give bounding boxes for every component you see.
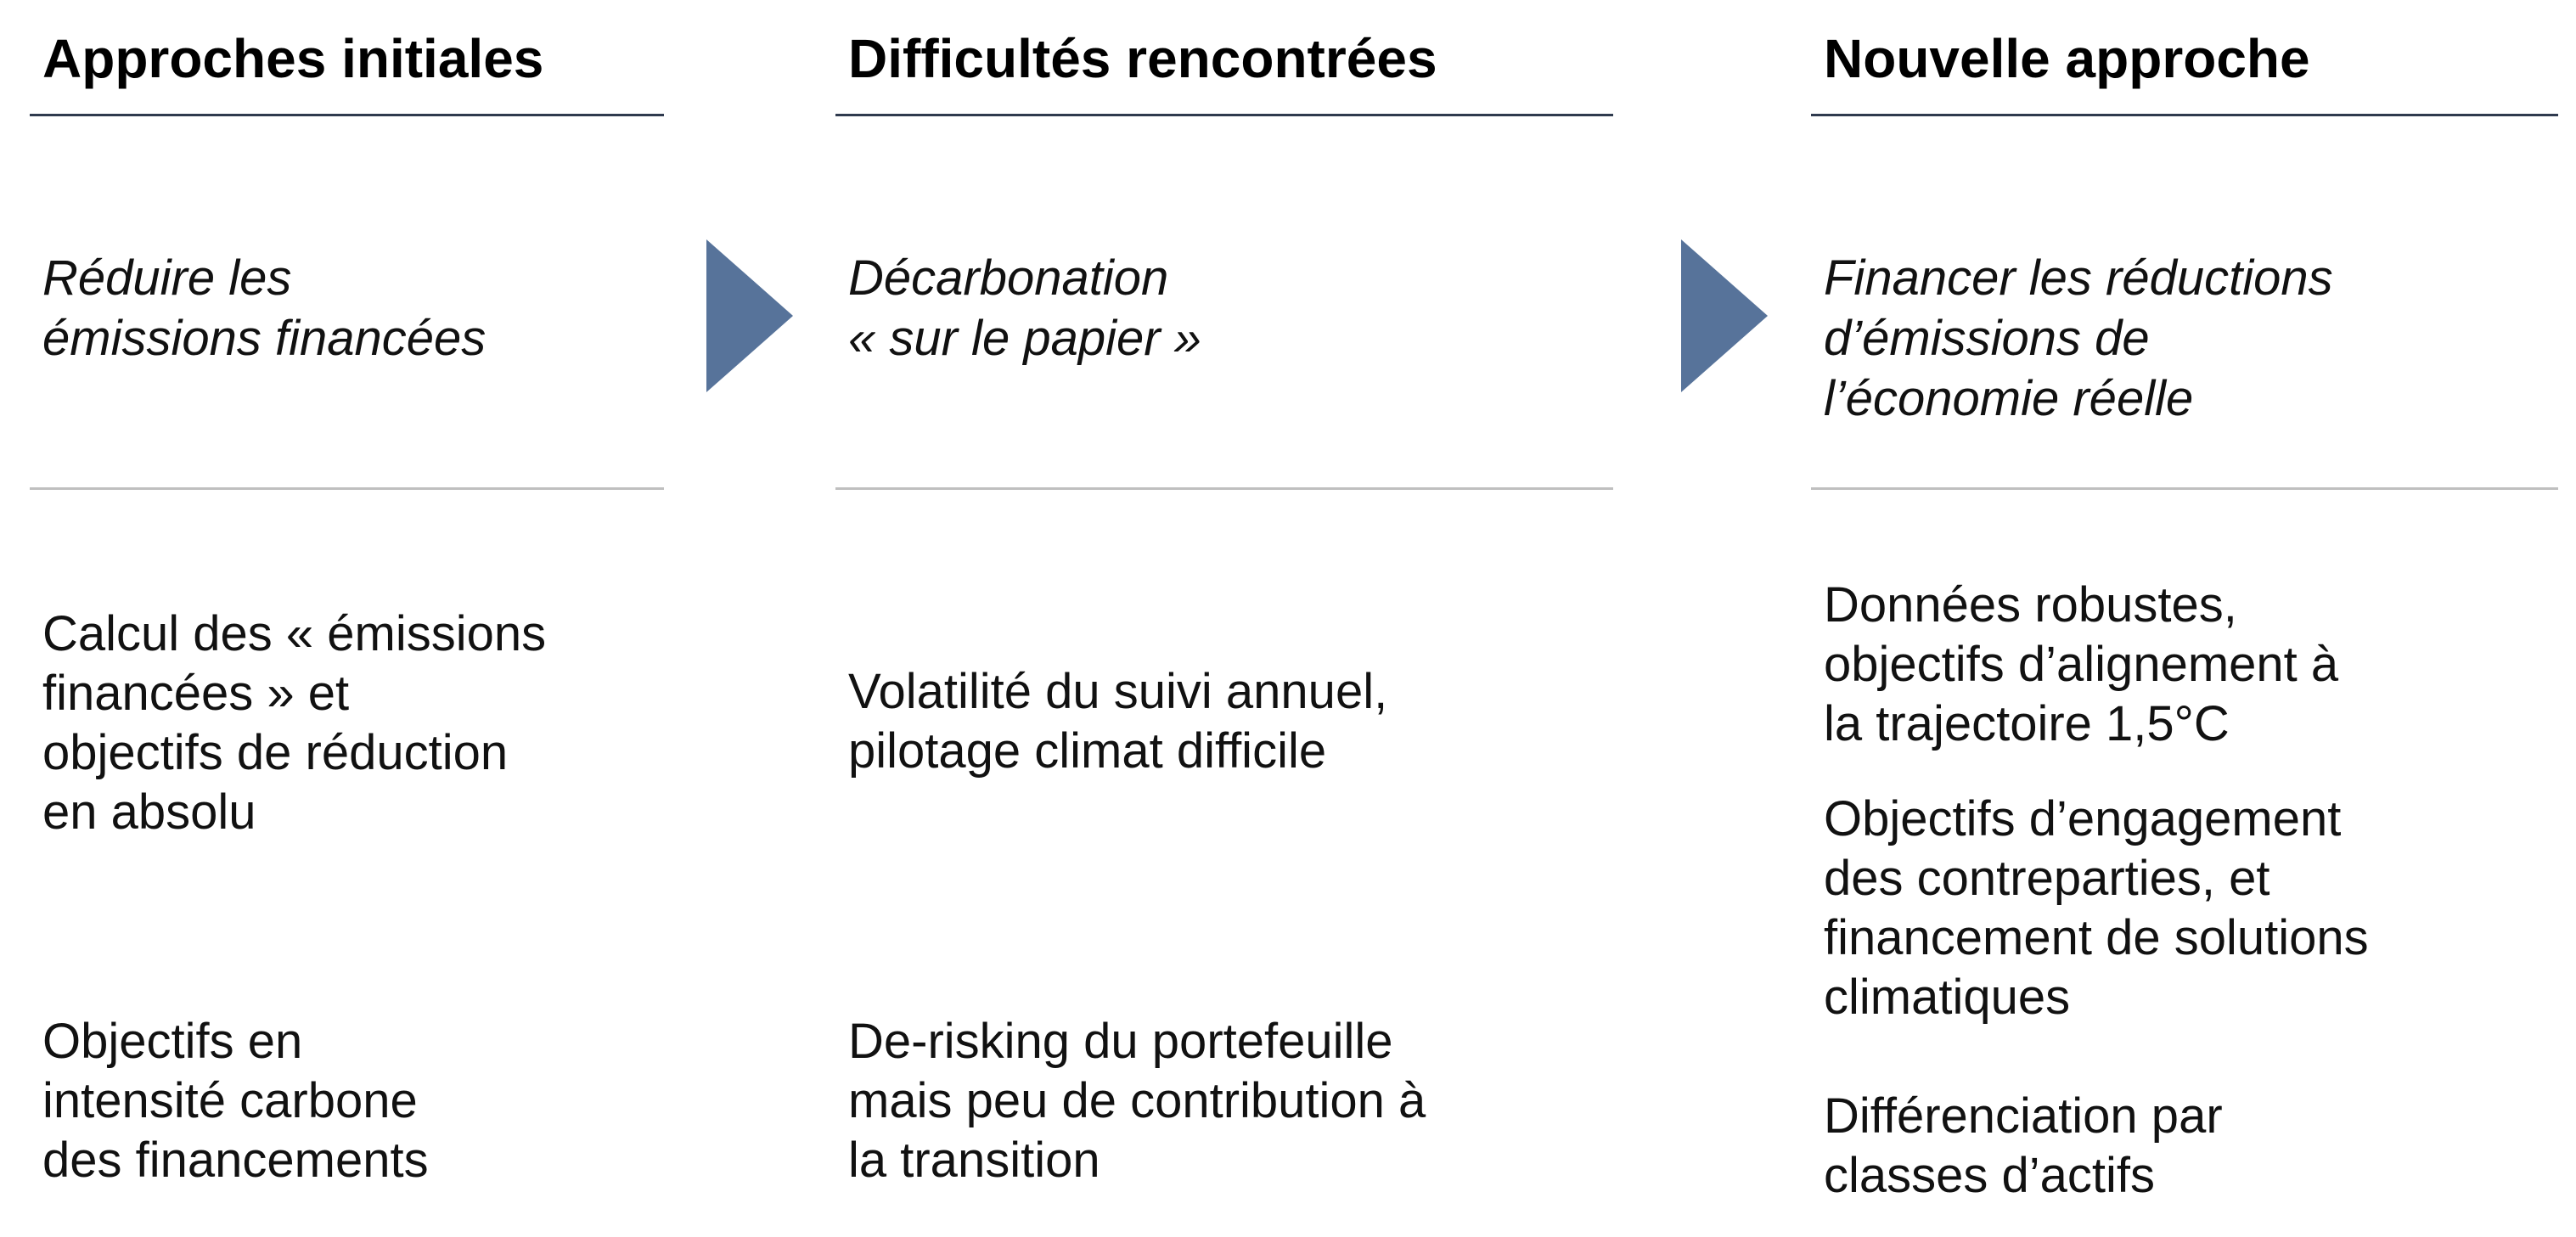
divider	[835, 487, 1613, 490]
divider	[1811, 487, 2558, 490]
column-new-approach: Nouvelle approche Financer les réduction…	[1811, 0, 2558, 1237]
divider	[30, 487, 664, 490]
column-lead: Réduire les émissions financées	[42, 250, 487, 366]
arrow-right-icon	[706, 239, 793, 392]
column-item: Données robustes, objectifs d’alignement…	[1824, 577, 2339, 751]
header-rule	[1811, 114, 2558, 116]
column-lead: Financer les réductions d’émissions de l…	[1824, 250, 2333, 426]
column-title: Nouvelle approche	[1824, 28, 2310, 89]
column-item: Objectifs d’engagement des contreparties…	[1824, 791, 2369, 1025]
column-item: Volatilité du suivi annuel, pilotage cli…	[848, 664, 1388, 779]
column-initial-approaches: Approches initiales Réduire les émission…	[30, 0, 664, 1237]
arrow-right-icon	[1681, 239, 1768, 392]
column-title: Approches initiales	[42, 28, 544, 89]
column-item: Objectifs en intensité carbone des finan…	[42, 1014, 429, 1188]
header-rule	[30, 114, 664, 116]
column-item: Calcul des « émissions financées » et ob…	[42, 606, 547, 840]
column-lead: Décarbonation « sur le papier »	[848, 250, 1201, 366]
column-item: De-risking du portefeuille mais peu de c…	[848, 1014, 1426, 1188]
column-difficulties: Difficultés rencontrées Décarbonation « …	[835, 0, 1613, 1237]
column-item: Différenciation par classes d’actifs	[1824, 1088, 2223, 1203]
column-title: Difficultés rencontrées	[848, 28, 1437, 89]
header-rule	[835, 114, 1613, 116]
